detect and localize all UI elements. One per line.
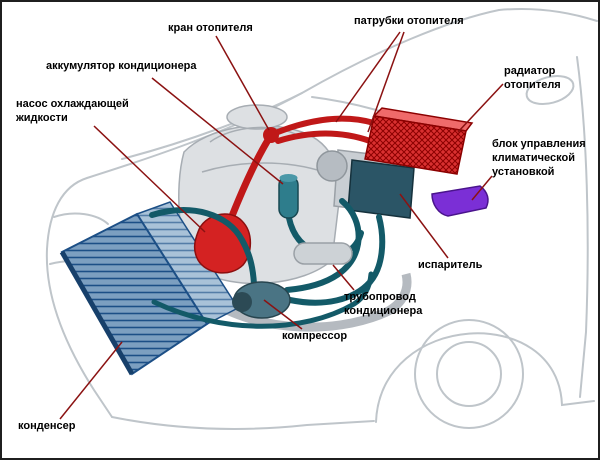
blower-shape [316,150,348,182]
condenser-top-hatch [137,202,238,324]
coolant-hoses [228,115,377,220]
leader-heater-pipes-2 [367,31,405,133]
leader-compressor [263,299,303,330]
label-coolant-pump: насос охлаждающей жидкости [16,98,129,124]
accumulator-shape [278,174,299,219]
leader-heater-pipes-1 [335,31,401,123]
heater-radiator-hatch [365,116,466,174]
engine-valve-cover-line [209,126,300,143]
evaporator-shape [347,159,415,219]
leader-condenser [59,341,123,420]
car-body-right-edge [576,56,589,398]
hose-heater-bottom [275,130,373,144]
leader-ac-pipeline [332,264,355,291]
heater-radiator-shape [364,107,474,175]
car-hood-inner-line [121,92,303,160]
condenser-shape [59,201,240,376]
leader-evaporator [399,193,449,259]
car-wheel-arch [375,332,595,423]
label-evaporator: испаритель [418,259,483,271]
label-ac-accumulator: аккумулятор кондиционера [46,60,197,72]
leader-heater-radiator [457,83,504,133]
leader-climate-unit [471,175,493,201]
leader-ac-accumulator [151,77,284,185]
heater-valve-shape [263,127,279,143]
car-wheel-inner [436,341,502,407]
car-wheel-outer [414,319,524,429]
car-hood-silhouette [45,9,500,418]
engine-manifold-line [201,162,325,173]
condenser-left-edge [59,250,135,376]
pipe-lower-run [151,271,374,329]
hose-pump-to-valve [228,136,272,220]
hvac-housing [316,149,415,219]
ac-muffler-shape [293,242,353,265]
leader-coolant-pump [93,125,206,233]
engine-airbox [226,104,288,130]
leader-heater-valve [215,35,270,131]
label-climate-control-unit: блок управления климатической установкой [492,138,586,178]
label-heater-radiator: радиатор отопителя [504,65,561,91]
car-bumper-bottom [111,416,375,430]
car-headlight-line [53,212,109,225]
label-heater-pipes: патрубки отопителя [354,15,464,27]
accumulator-cap [279,174,298,182]
climate-unit-shape [431,185,489,217]
engine-subframe [209,272,412,332]
hose-heater-top [275,115,377,135]
condenser-front-hatch [62,214,207,374]
label-compressor: компрессор [282,330,348,342]
car-roof-line [498,8,598,22]
compressor-pulley [232,292,252,312]
label-ac-pipeline: трубопровод кондиционера [344,291,423,317]
leader-lines [59,31,504,420]
label-heater-valve: кран отопителя [168,22,253,34]
car-mirror [525,74,575,106]
label-condenser: конденсер [18,420,76,432]
